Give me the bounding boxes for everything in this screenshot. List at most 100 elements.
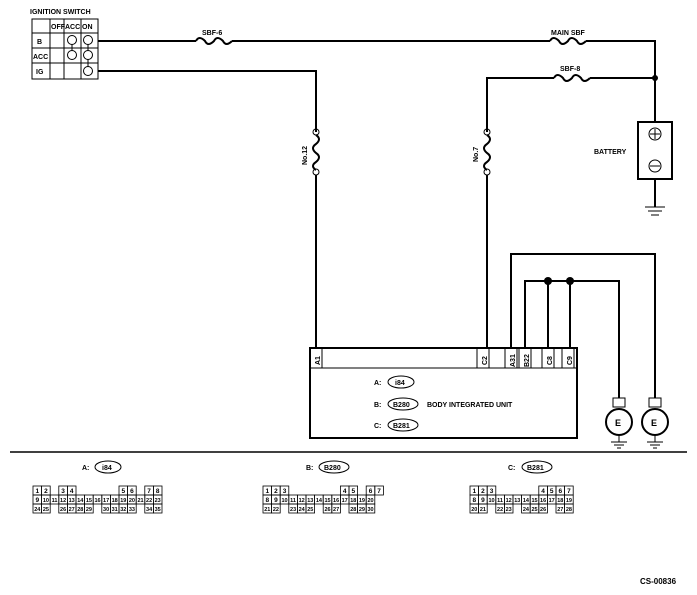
- wire-b-line: [98, 40, 656, 78]
- connector-pin-label: 25: [43, 507, 49, 513]
- connector-pin-label: 13: [307, 498, 313, 504]
- connector-pin-cell: [271, 503, 281, 514]
- junction-dot: [544, 277, 552, 285]
- connector-pin-cell: [84, 503, 94, 514]
- connector-pin-cell: [365, 503, 376, 514]
- connector-pin-label: 32: [120, 507, 126, 513]
- connector-pin-label: 18: [112, 498, 118, 504]
- wire-ground-left: [570, 280, 620, 398]
- connector-pin-label: 9: [35, 497, 39, 504]
- unit-conn-b-code: B280: [393, 402, 410, 409]
- unit-conn-b-letter: B:: [374, 402, 381, 409]
- connector-pin-cell: [564, 503, 574, 514]
- fuse-sbf8-label: SBF-8: [560, 66, 580, 73]
- connector-pin-label: 5: [550, 488, 554, 495]
- pin-c8: C8: [547, 356, 554, 365]
- fuse-main-sbf-label: MAIN SBF: [551, 30, 586, 37]
- connector-pin-label: 12: [506, 498, 512, 504]
- connector-pin-label: 28: [566, 507, 572, 513]
- connector-pin-label: 24: [299, 507, 306, 513]
- connector-pin-label: 29: [359, 507, 365, 513]
- connector-pin-label: 30: [103, 507, 109, 513]
- ig-row-ig: IG: [36, 69, 44, 76]
- connector-pin-label: 3: [283, 488, 287, 495]
- conn-view-a-letter: A:: [82, 465, 89, 472]
- connector-pin-label: 12: [299, 498, 305, 504]
- ig-contact: [67, 50, 77, 60]
- ig-contact: [83, 35, 93, 45]
- connector-pin-cell: [152, 503, 163, 514]
- ignition-switch: IGNITION SWITCH OFF ACC ON B ACC IG: [30, 9, 99, 80]
- connector-pin-cell: [374, 485, 384, 496]
- connector-pin-label: 6: [558, 488, 562, 495]
- connector-pin-label: 14: [523, 498, 530, 504]
- connector-pin-label: 3: [490, 488, 494, 495]
- connector-pin-label: 16: [540, 498, 546, 504]
- connector-pin-label: 2: [274, 488, 278, 495]
- conn-view-c-letter: C:: [508, 465, 515, 472]
- ig-row-acc: ACC: [33, 54, 48, 61]
- unit-conn-a-letter: A:: [374, 380, 381, 387]
- connector-pin-label: 30: [367, 507, 373, 513]
- battery: [637, 78, 673, 216]
- connector-pin-label: 27: [69, 507, 75, 513]
- fuse-main-sbf: [549, 37, 587, 45]
- connector-pin-label: 26: [540, 507, 546, 513]
- ig-col-off: OFF: [51, 24, 66, 31]
- connector-pin-label: 27: [557, 507, 563, 513]
- wire-ig-line: [98, 70, 317, 132]
- connector-pin-label: 12: [60, 498, 66, 504]
- connector-pin-label: 23: [506, 507, 512, 513]
- connector-pin-label: 23: [155, 498, 161, 504]
- connector-pin-label: 28: [77, 507, 83, 513]
- fuse-sbf8: [553, 74, 591, 82]
- ig-contact: [83, 66, 93, 76]
- connector-pin-label: 7: [567, 488, 571, 495]
- connector-pin-label: 15: [86, 498, 92, 504]
- connector-pin-label: 11: [52, 498, 58, 504]
- connector-pin-label: 2: [481, 488, 485, 495]
- connector-pin-label: 7: [377, 488, 381, 495]
- connector-pin-label: 4: [343, 488, 347, 495]
- connector-pin-label: 24: [523, 507, 530, 513]
- unit-conn-b-oval: [387, 397, 419, 411]
- unit-conn-c-oval: [387, 418, 419, 432]
- connector-pin-label: 33: [129, 507, 135, 513]
- connector-pin-label: 6: [369, 488, 373, 495]
- connector-pin-cell: [478, 503, 488, 514]
- fuse-no7: [483, 128, 491, 176]
- fuse-no12-label: No.12: [302, 146, 309, 165]
- conn-view-b-code: B280: [324, 465, 341, 472]
- connector-pin-label: 21: [137, 498, 143, 504]
- connector-pin-label: 15: [324, 498, 330, 504]
- connector-pin-cell: [538, 503, 548, 514]
- wire-sbf8-line: [486, 77, 655, 132]
- ignition-switch-title: IGNITION SWITCH: [30, 9, 91, 16]
- connector-pin-label: 19: [566, 498, 572, 504]
- connector-pin-label: 22: [273, 507, 279, 513]
- connector-pin-label: 13: [69, 498, 75, 504]
- ig-contact: [67, 35, 77, 45]
- unit-conn-a-code: i84: [395, 380, 405, 387]
- connector-pin-label: 11: [497, 498, 503, 504]
- connector-pin-label: 1: [472, 488, 476, 495]
- connector-pin-cell: [41, 503, 51, 514]
- connector-pin-cell: [305, 503, 316, 514]
- connector-pin-label: 9: [274, 497, 278, 504]
- ground-e-left: E: [615, 418, 621, 428]
- connector-pin-label: 26: [60, 507, 66, 513]
- connector-pin-label: 20: [129, 498, 135, 504]
- connector-pin-label: 19: [359, 498, 365, 504]
- unit-conn-a-oval: [387, 375, 415, 389]
- connector-pin-label: 21: [264, 507, 270, 513]
- pin-b22: B22: [524, 354, 531, 367]
- junction-dot: [566, 277, 574, 285]
- connector-pin-label: 11: [290, 498, 296, 504]
- figure-code: CS-00836: [640, 577, 677, 586]
- ig-col-acc: ACC: [65, 24, 80, 31]
- pin-a31: A31: [510, 354, 517, 367]
- connector-pin-label: 28: [350, 507, 356, 513]
- connector-pin-label: 23: [290, 507, 296, 513]
